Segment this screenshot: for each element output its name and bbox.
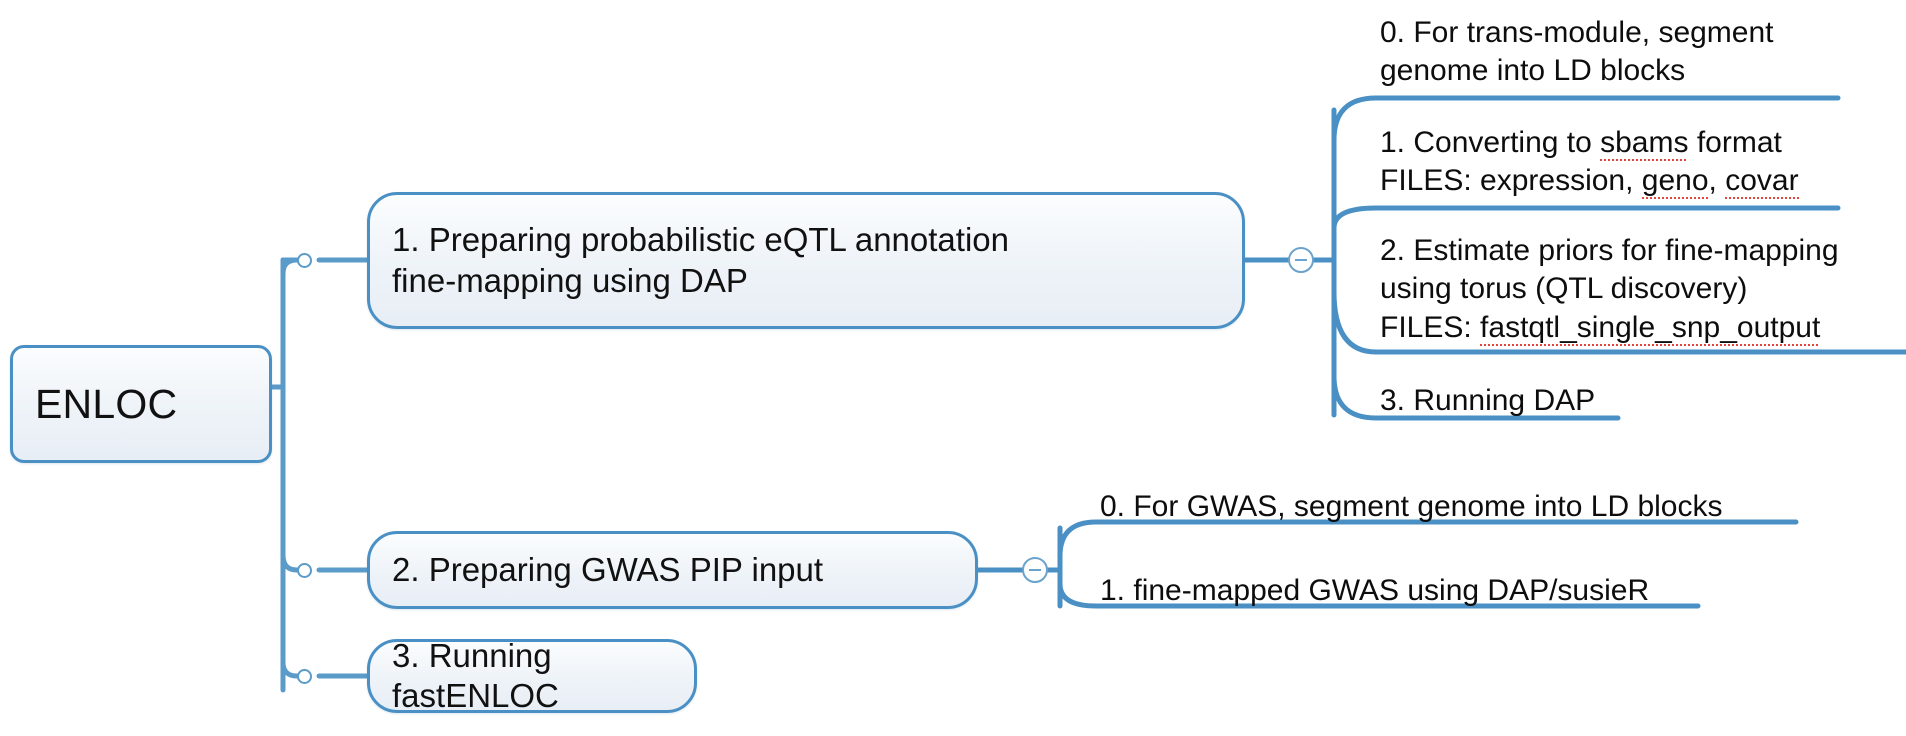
branch-node-2[interactable]: 2. Preparing GWAS PIP input [367, 531, 978, 609]
misspelled-word: covar [1725, 164, 1799, 200]
leaf-line: FILES: fastqtl_single_snp_output [1380, 310, 1821, 346]
leaf-line: 2. Estimate priors for fine-mapping [1380, 234, 1839, 267]
leaf-line: 0. For GWAS, segment genome into LD bloc… [1100, 490, 1723, 523]
leaf-node-b2-c0[interactable]: 0. For GWAS, segment genome into LD bloc… [1096, 488, 1816, 528]
leaf-line: FILES: expression, geno, covar [1380, 164, 1799, 200]
leaf-node-b1-c0[interactable]: 0. For trans-module, segment genome into … [1376, 14, 1896, 93]
branch-node-1[interactable]: 1. Preparing probabilistic eQTL annotati… [367, 192, 1245, 329]
leaf-node-b1-c2[interactable]: 2. Estimate priors for fine-mapping using… [1376, 232, 1906, 349]
leaf-node-b2-c1[interactable]: 1. fine-mapped GWAS using DAP/susieR [1096, 572, 1816, 612]
branch-node-2-label: 2. Preparing GWAS PIP input [392, 550, 824, 588]
leaf-line: 1. Converting to sbams format [1380, 126, 1782, 161]
leaf-line: 1. fine-mapped GWAS using DAP/susieR [1100, 574, 1650, 607]
misspelled-word: fastqtl_single_snp_output [1480, 310, 1821, 346]
misspelled-word: geno [1641, 164, 1709, 200]
branch-connector-dot-1[interactable] [297, 253, 312, 268]
root-node-label: ENLOC [35, 380, 178, 427]
branch-connector-dot-2[interactable] [297, 563, 312, 578]
leaf-line: using torus (QTL discovery) [1380, 272, 1748, 306]
branch-node-3[interactable]: 3. Running fastENLOC [367, 637, 697, 714]
leaf-line: 3. Running DAP [1380, 384, 1596, 417]
leaf-node-b1-c3[interactable]: 3. Running DAP [1376, 382, 1776, 422]
branch-connector-dot-3[interactable] [297, 669, 312, 684]
branch-node-3-label: 3. Running fastENLOC [392, 636, 559, 714]
root-node-enloc[interactable]: ENLOC [10, 345, 272, 463]
branch-node-1-label: 1. Preparing probabilistic eQTL annotati… [392, 221, 1009, 299]
leaf-line: genome into LD blocks [1380, 54, 1686, 88]
leaf-line: 0. For trans-module, segment [1380, 16, 1774, 49]
collapse-toggle-branch-2[interactable] [1022, 557, 1048, 583]
collapse-toggle-branch-1[interactable] [1288, 247, 1314, 273]
misspelled-word: sbams [1600, 126, 1689, 161]
